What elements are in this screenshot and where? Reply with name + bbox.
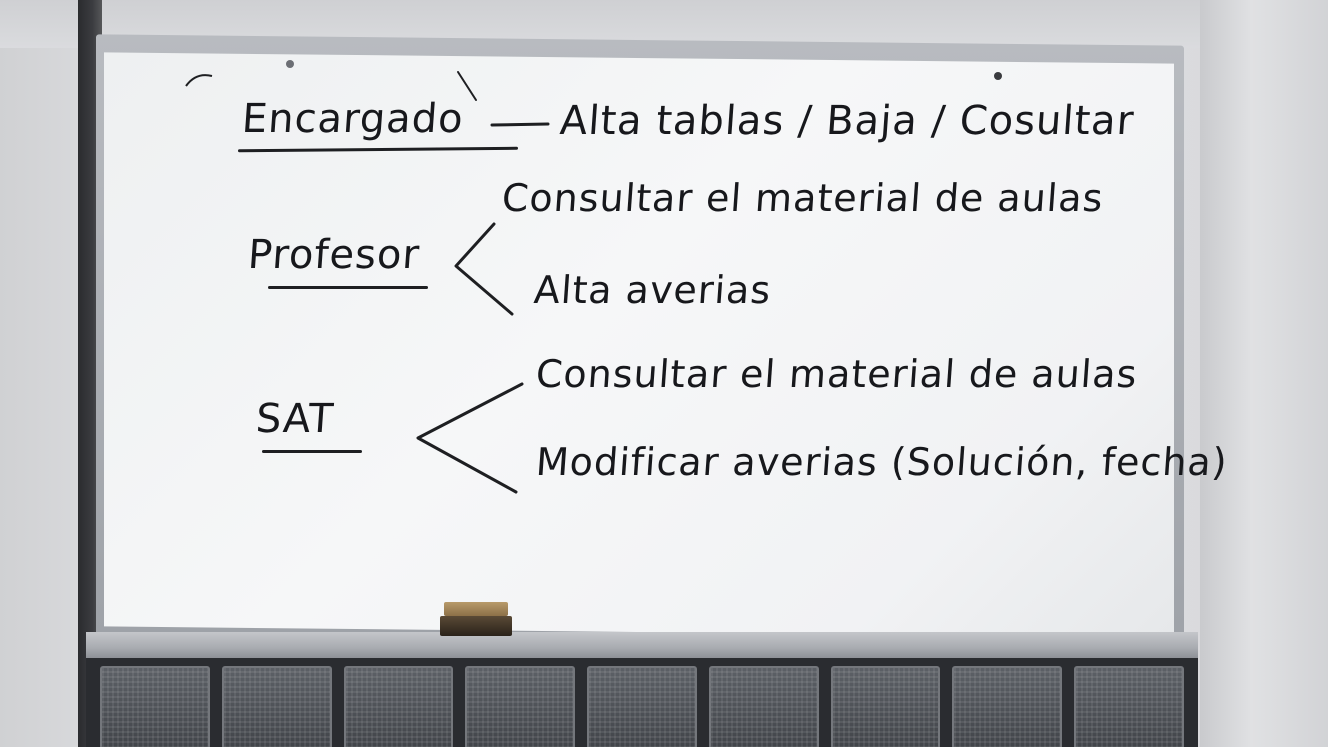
scribble-mark: [185, 74, 213, 87]
glass-block: [587, 666, 697, 747]
bracket-profesor: [454, 222, 514, 316]
glass-block-wall: [86, 658, 1198, 747]
glass-block: [221, 666, 332, 747]
eraser-handle: [444, 602, 508, 616]
glass-block: [1074, 666, 1185, 747]
marker-tray: [86, 632, 1198, 658]
eraser-icon[interactable]: [440, 602, 512, 636]
underline-sat: [262, 450, 362, 453]
dash-stroke: [457, 71, 477, 101]
glass-block: [343, 666, 454, 747]
wall-corner: [1200, 0, 1328, 747]
underline-profesor: [268, 286, 428, 289]
eraser-felt: [440, 616, 512, 636]
glass-block: [465, 666, 576, 747]
glass-block: [100, 666, 210, 747]
glass-block: [708, 666, 819, 747]
glass-block: [830, 666, 941, 747]
dash-stroke: [490, 122, 550, 127]
glass-block: [952, 666, 1063, 747]
bracket-sat: [416, 382, 524, 494]
magnet-icon: [994, 72, 1002, 80]
magnet-icon: [286, 60, 294, 68]
